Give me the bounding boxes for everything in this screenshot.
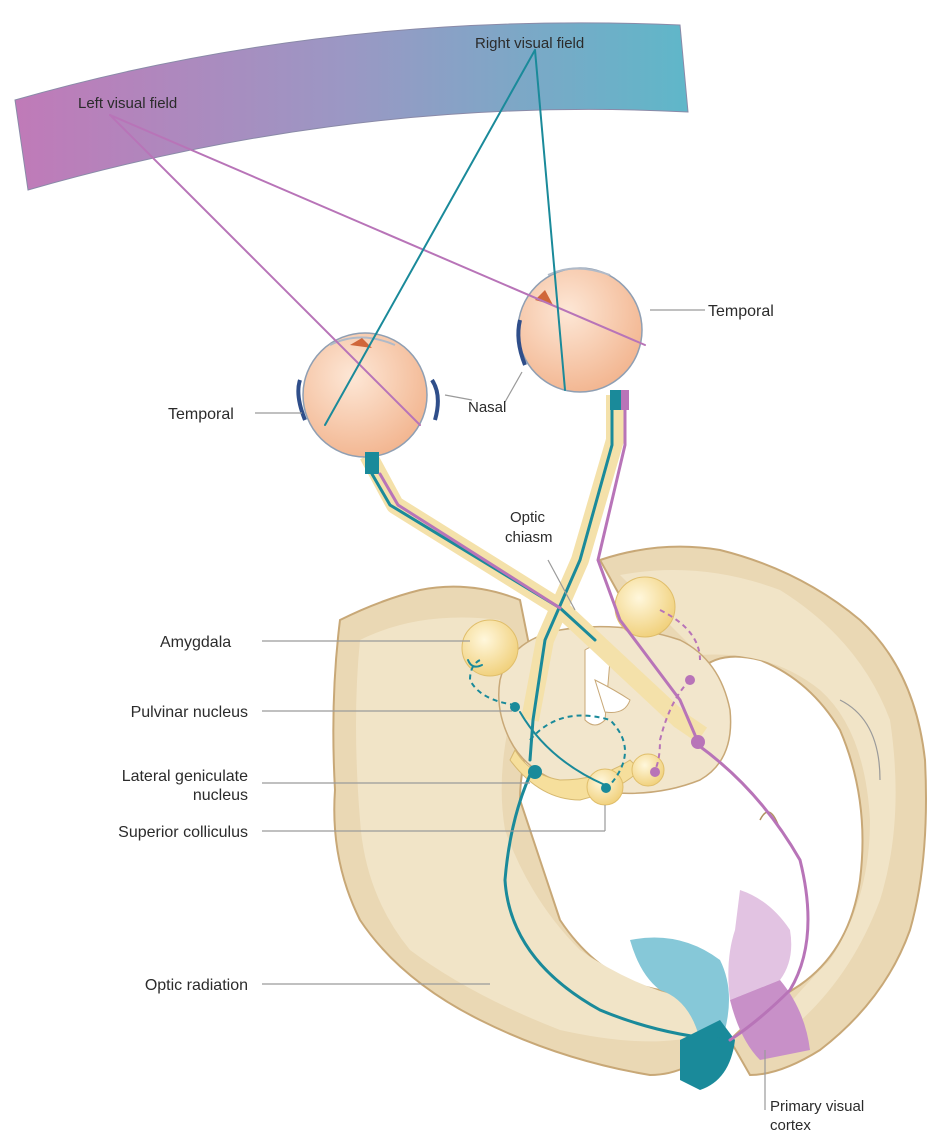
right-optic-nerve-stump-pink bbox=[621, 390, 629, 410]
pulvinar-nucleus-label: Pulvinar nucleus bbox=[131, 704, 248, 721]
left-optic-nerve-stump bbox=[365, 452, 379, 474]
optic-chiasm-label-line2: chiasm bbox=[505, 529, 553, 546]
primary-visual-cortex-label-line1: Primary visual bbox=[770, 1098, 864, 1115]
amygdala-label: Amygdala bbox=[160, 634, 231, 651]
temporal-left-label: Temporal bbox=[168, 406, 234, 423]
optic-chiasm-label-line1: Optic bbox=[510, 509, 546, 526]
lateral-geniculate-label-line2: nucleus bbox=[193, 787, 248, 804]
right-eye bbox=[518, 268, 642, 392]
amygdala-right bbox=[615, 577, 675, 637]
primary-visual-cortex-label-line2: cortex bbox=[770, 1117, 811, 1134]
lateral-geniculate-label-line1: Lateral geniculate bbox=[122, 768, 248, 785]
right-visual-field-label: Right visual field bbox=[475, 35, 584, 52]
left-visual-field-label: Left visual field bbox=[78, 95, 177, 112]
nasal-label: Nasal bbox=[468, 399, 506, 416]
amygdala-left bbox=[462, 620, 518, 676]
optic-radiation-label: Optic radiation bbox=[145, 977, 248, 994]
superior-colliculus-label: Superior colliculus bbox=[118, 824, 248, 841]
left-eye bbox=[298, 333, 438, 457]
temporal-right-label: Temporal bbox=[708, 303, 774, 320]
